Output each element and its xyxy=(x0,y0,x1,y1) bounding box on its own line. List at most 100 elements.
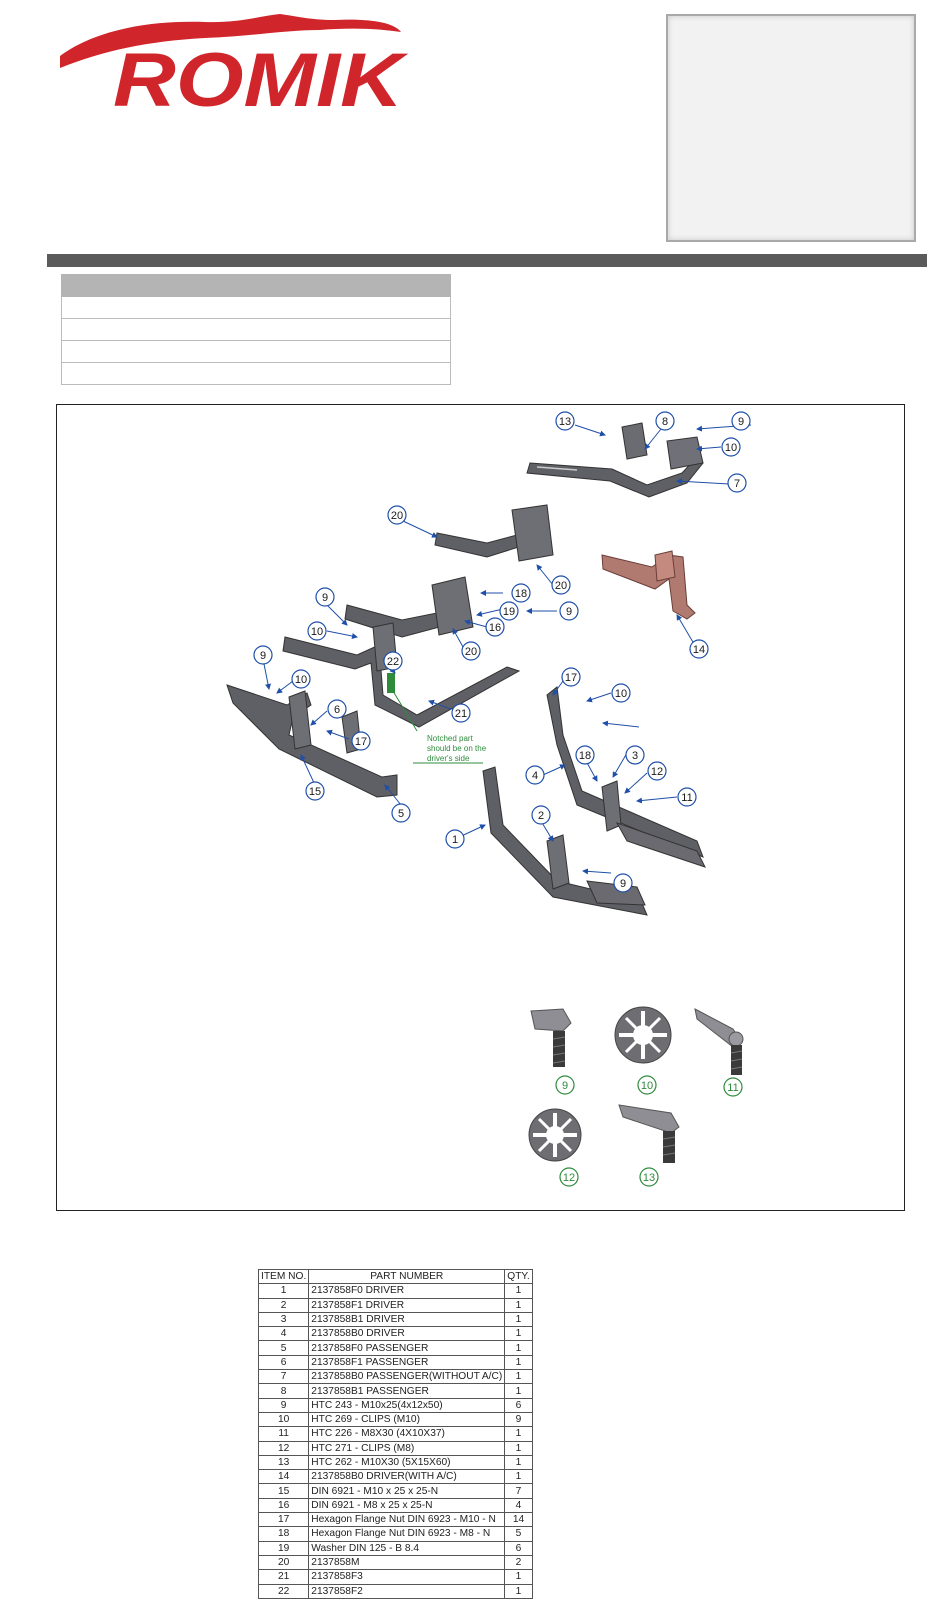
bracket-20-upper xyxy=(434,504,554,562)
callout-number: 8 xyxy=(662,416,668,428)
header-item-no: ITEM NO. xyxy=(257,1268,310,1285)
qty-cell: 2 xyxy=(504,1554,533,1571)
note-text-line2: should be on the xyxy=(427,744,487,753)
callout-circle xyxy=(511,583,531,603)
parts-table-header-row: ITEM NO. PART NUMBER QTY. xyxy=(257,1268,533,1285)
item-no-cell: 17 xyxy=(257,1512,310,1528)
exploded-assembly-diagram: Notched part should be on the driver's s… xyxy=(226,411,752,1187)
detail-label-circle xyxy=(637,1075,657,1095)
header-qty: QTY. xyxy=(504,1268,533,1285)
part-number-cell: 2137858B1 PASSENGER xyxy=(308,1383,506,1399)
detail-label-number: 11 xyxy=(727,1082,738,1094)
bracket-20-middle xyxy=(344,576,474,638)
info-table-cell xyxy=(61,296,451,319)
detail-label-circle xyxy=(723,1077,743,1097)
callout-number: 15 xyxy=(309,786,321,798)
assembly-drawing-frame: Notched part should be on the driver's s… xyxy=(56,404,905,1599)
bracket-4 xyxy=(546,686,706,868)
callout-circle xyxy=(555,411,575,431)
callout-circle xyxy=(315,587,335,607)
callout-circle xyxy=(731,411,751,431)
callout-circle xyxy=(655,411,675,431)
callout-number: 19 xyxy=(503,606,515,618)
callout-number: 14 xyxy=(693,644,705,656)
detail-label-circle xyxy=(559,1167,579,1187)
info-table-row xyxy=(61,318,451,341)
callout-number: 18 xyxy=(515,588,527,600)
qty-cell: 1 xyxy=(504,1440,533,1456)
qty-cell: 1 xyxy=(504,1383,533,1399)
callout-number: 6 xyxy=(334,704,340,716)
detail-label-number: 10 xyxy=(641,1080,653,1092)
item-no-cell: 6 xyxy=(257,1354,310,1371)
detail-bolt-9 xyxy=(530,1008,572,1067)
item-no-cell: 18 xyxy=(257,1526,310,1542)
qty-cell: 1 xyxy=(504,1583,533,1599)
callout-number: 21 xyxy=(455,708,467,720)
part-number-cell: 2137858F2 xyxy=(308,1583,506,1599)
callout-circle xyxy=(531,805,551,825)
callout-number: 1 xyxy=(452,834,458,846)
qty-cell: 7 xyxy=(504,1483,533,1499)
callout-circle xyxy=(613,873,633,893)
callout-circle xyxy=(307,621,327,641)
note-leader xyxy=(392,690,418,732)
part-number-cell: HTC 243 - M10x25(4x12x50) xyxy=(308,1397,506,1413)
callout-circle xyxy=(689,639,709,659)
callout-number: 12 xyxy=(651,766,663,778)
item-no-cell: 7 xyxy=(257,1369,310,1385)
callout-circle xyxy=(387,505,407,525)
item-no-cell: 9 xyxy=(257,1397,310,1413)
callout-number: 20 xyxy=(391,510,403,522)
info-table-row xyxy=(61,340,451,363)
info-table-row xyxy=(61,362,451,385)
callout-circle xyxy=(611,683,631,703)
header-part-number: PART NUMBER xyxy=(308,1268,506,1285)
header-divider xyxy=(47,254,927,267)
qty-cell: 6 xyxy=(504,1397,533,1413)
item-no-cell: 11 xyxy=(257,1426,310,1442)
qty-cell: 1 xyxy=(504,1426,533,1442)
qty-cell: 1 xyxy=(504,1311,533,1328)
qty-cell: 1 xyxy=(504,1326,533,1342)
item-no-cell: 15 xyxy=(257,1483,310,1499)
callout-number: 7 xyxy=(734,478,740,490)
detail-label-number: 12 xyxy=(563,1172,575,1184)
qty-cell: 1 xyxy=(504,1369,533,1385)
item-no-cell: 13 xyxy=(257,1454,310,1471)
callout-circle xyxy=(461,641,481,661)
item-no-cell: 14 xyxy=(257,1469,310,1485)
callout-number: 11 xyxy=(681,792,692,804)
callout-number: 22 xyxy=(387,656,399,668)
part-number-cell: 2137858F1 PASSENGER xyxy=(308,1354,506,1371)
callout-circle xyxy=(485,617,505,637)
part-number-cell: 2137858F0 DRIVER xyxy=(308,1283,506,1299)
part-number-cell: HTC 262 - M10X30 (5X15X60) xyxy=(308,1454,506,1471)
callout-circle xyxy=(677,787,697,807)
part-number-cell: HTC 269 - CLIPS (M10) xyxy=(308,1411,506,1428)
detail-bolt-13 xyxy=(618,1104,680,1163)
callout-number: 10 xyxy=(311,626,323,638)
callout-number: 9 xyxy=(738,416,744,428)
bracket-1 xyxy=(482,766,648,916)
bracket-7 xyxy=(526,422,704,498)
callout-circle xyxy=(451,703,471,723)
callout-circle xyxy=(727,473,747,493)
callout-number: 9 xyxy=(322,592,328,604)
item-no-cell: 19 xyxy=(257,1540,310,1556)
info-table-cell xyxy=(61,318,451,341)
item-no-cell: 4 xyxy=(257,1326,310,1342)
detail-clip-10 xyxy=(614,1006,672,1064)
part-number-cell: DIN 6921 - M10 x 25 x 25-N xyxy=(308,1483,506,1499)
callout-number: 2 xyxy=(538,810,544,822)
part-number-cell: 2137858F1 DRIVER xyxy=(308,1297,506,1313)
